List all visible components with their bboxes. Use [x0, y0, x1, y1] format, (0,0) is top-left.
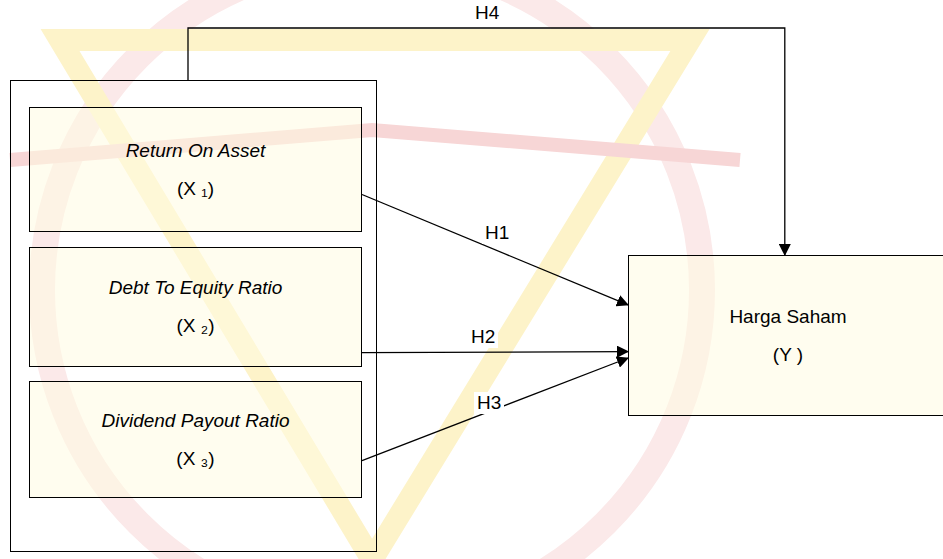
variable-name: Harga Saham	[729, 306, 846, 328]
variable-symbol: (X ₃)	[176, 448, 214, 470]
variable-name: Debt To Equity Ratio	[109, 277, 283, 299]
hypothesis-label: H4	[472, 2, 502, 24]
group-box: Return On Asset (X ₁) Debt To Equity Ratio…	[10, 80, 377, 552]
hypothesis-label: H3	[474, 392, 504, 414]
hypothesis-label: H2	[468, 326, 498, 348]
variable-symbol: (X ₂)	[177, 315, 215, 337]
variable-name: Return On Asset	[126, 140, 266, 162]
variable-box: Harga Saham (Y )	[628, 255, 943, 416]
hypothesis-arrow	[362, 352, 628, 353]
variable-box: Return On Asset (X ₁)	[29, 107, 362, 232]
variable-symbol: (X ₁)	[177, 178, 214, 200]
variable-box: Dividend Payout Ratio (X ₃)	[29, 381, 362, 498]
hypothesis-label: H1	[482, 222, 512, 244]
variable-box: Debt To Equity Ratio (X ₂)	[29, 247, 362, 367]
hypothesis-arrow	[362, 195, 628, 305]
hypothesis-arrow	[362, 358, 628, 461]
variable-name: Dividend Payout Ratio	[102, 410, 290, 432]
variable-symbol: (Y )	[773, 344, 803, 366]
